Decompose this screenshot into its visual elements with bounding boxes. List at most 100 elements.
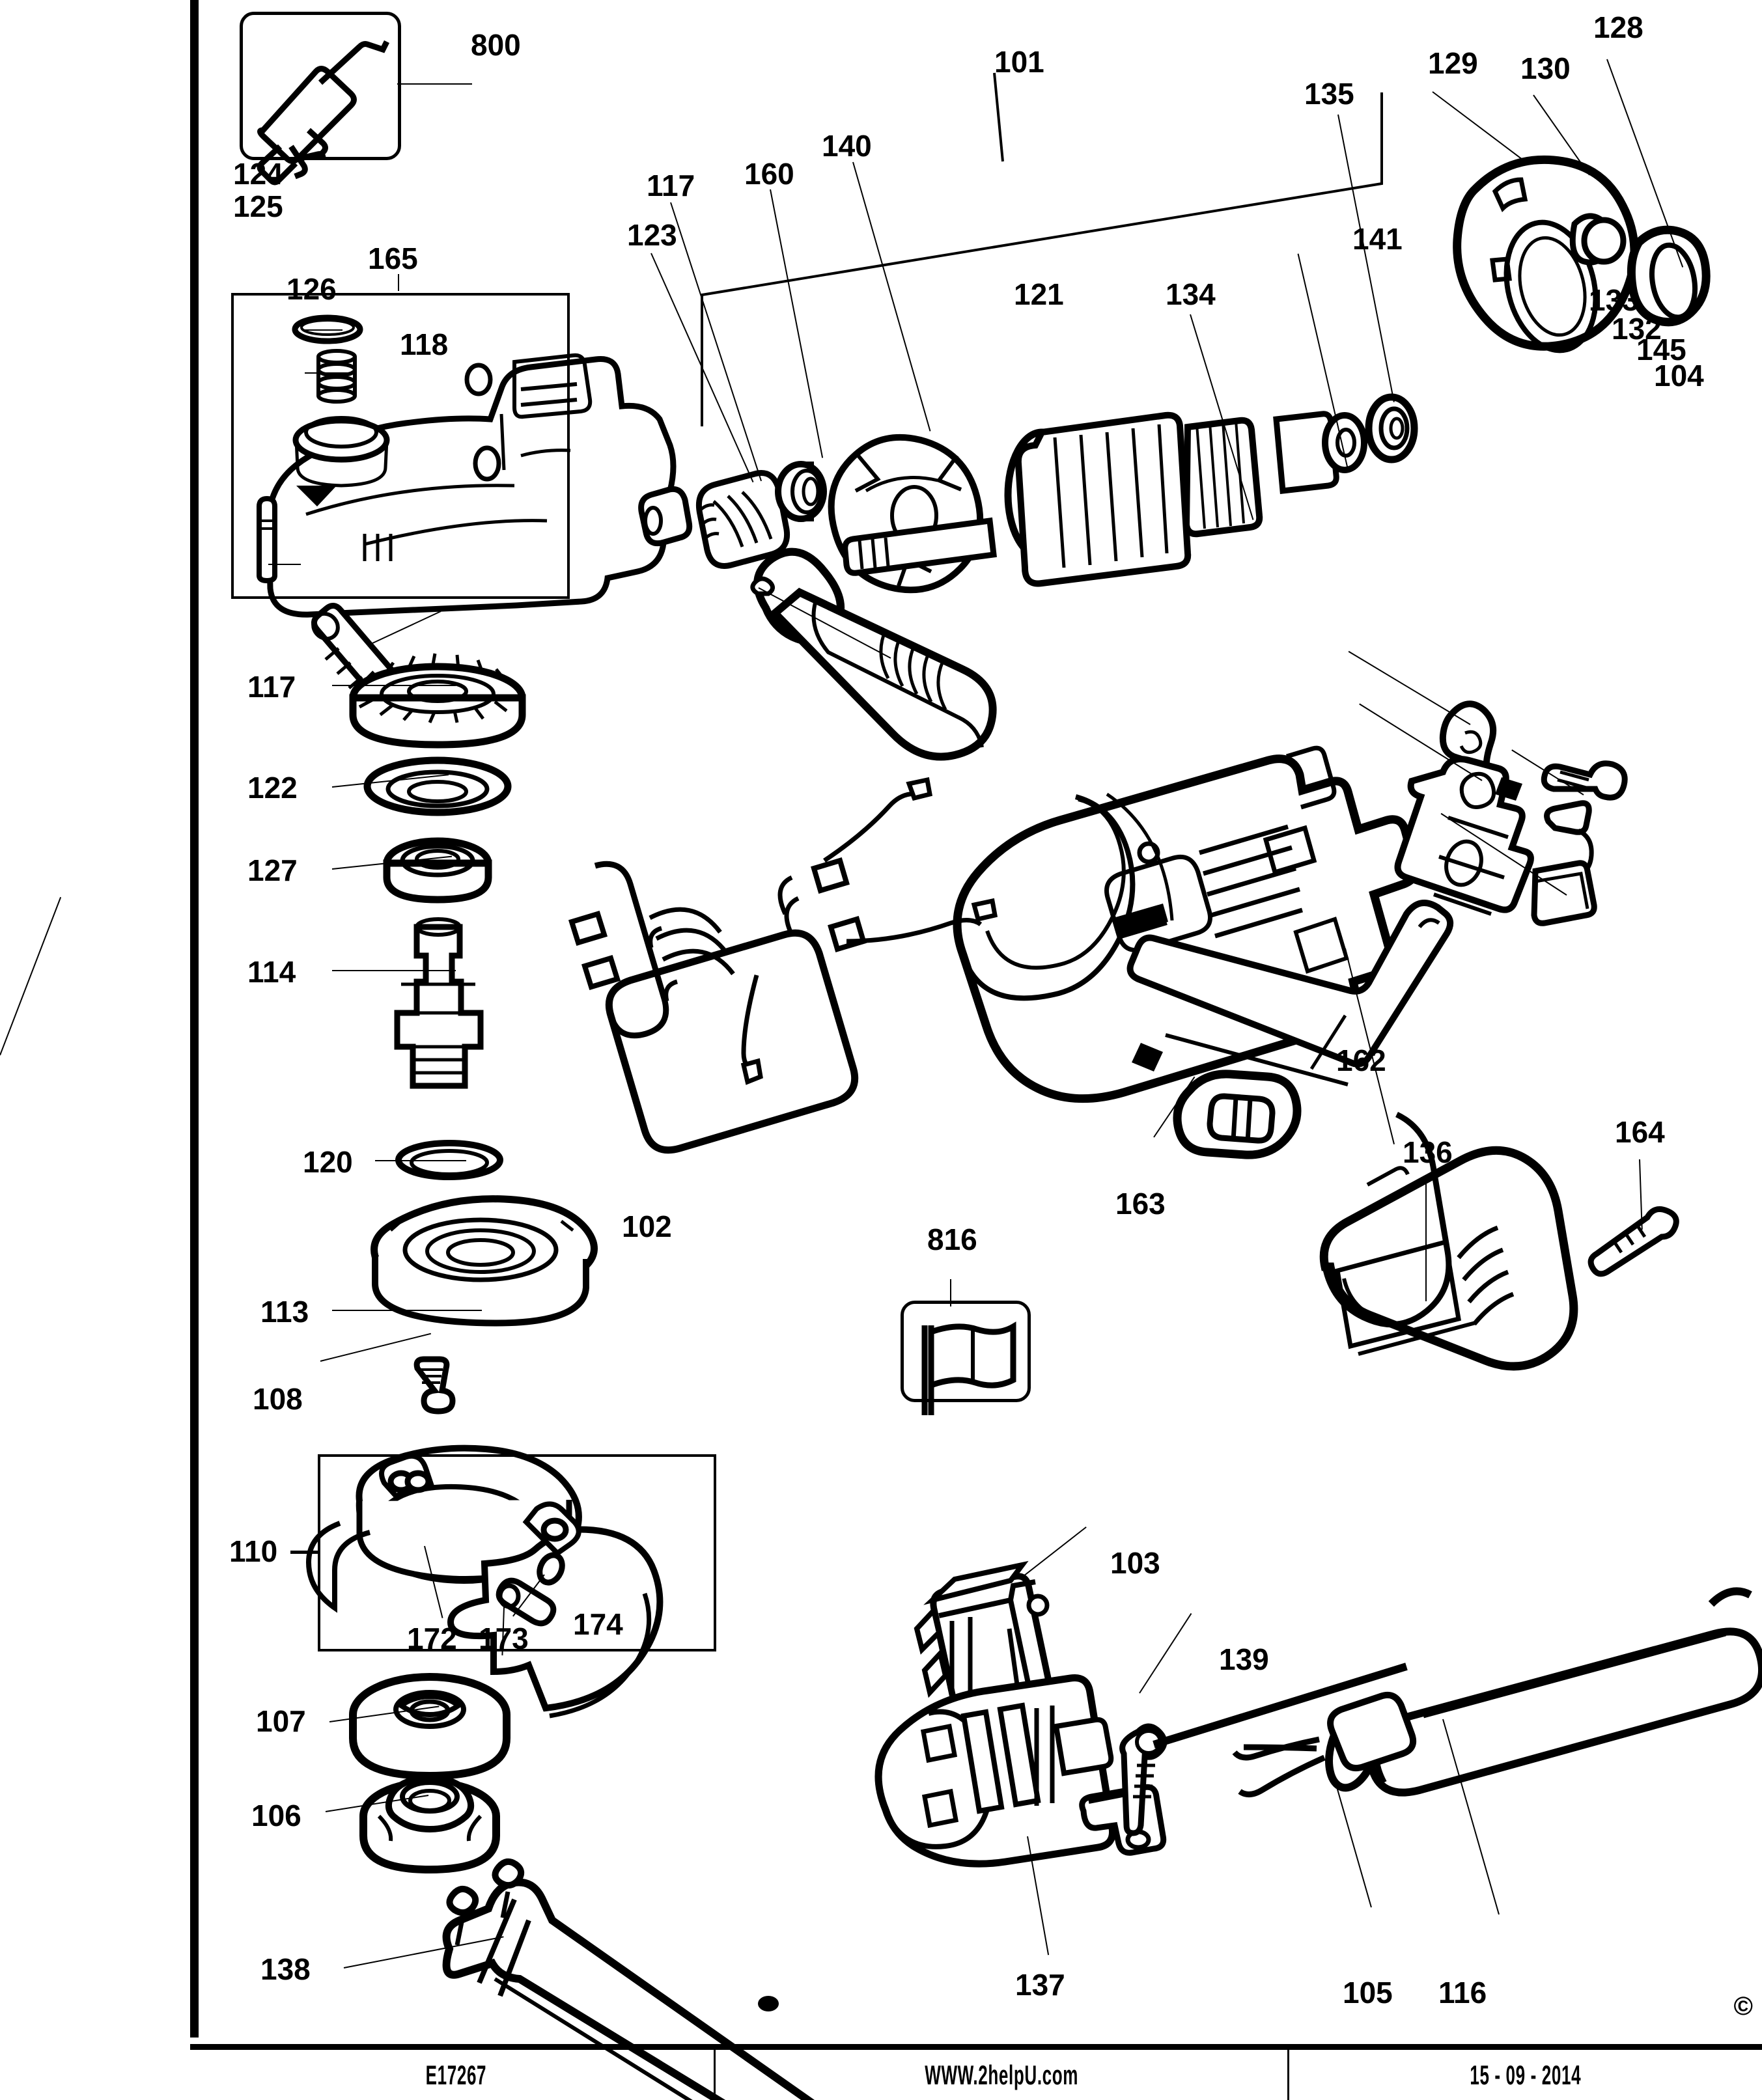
leader-123 (650, 253, 754, 483)
leader-138 (343, 1936, 504, 1969)
callout-117-pinion: 117 (647, 169, 695, 202)
callout-145: 145 (1636, 333, 1686, 366)
leader-110 (290, 1551, 320, 1554)
page-bottom-rule (190, 2044, 1762, 2050)
footer-drawing-number-cell: E17267 (199, 2050, 714, 2100)
brush-holder-group (1394, 700, 1628, 926)
footer-website: WWW.2helpU.com (925, 2059, 1078, 2090)
footer-divider-1 (714, 2050, 716, 2100)
footer-date-cell: 15 - 09 - 2014 (1289, 2050, 1762, 2100)
callout-132: 132 (1612, 312, 1662, 346)
leader-145 (1511, 749, 1584, 795)
callout-139: 139 (1219, 1642, 1269, 1676)
leader-126 (268, 564, 301, 565)
power-cord (1153, 1587, 1762, 1797)
leader-113 (332, 1310, 482, 1311)
callout-102: 102 (622, 1209, 672, 1243)
callout-125: 125 (233, 189, 283, 223)
side-handle (750, 547, 997, 761)
gear-case-assembly-box-165 (231, 293, 570, 599)
leader-800 (397, 83, 472, 85)
leader-118 (371, 611, 441, 644)
leader-816 (950, 1279, 951, 1306)
callout-127: 127 (247, 853, 298, 887)
leader-128 (1606, 59, 1684, 268)
callout-174: 174 (573, 1607, 623, 1641)
callout-117-gear: 117 (247, 670, 296, 704)
callout-116: 116 (1438, 1976, 1487, 2010)
callout-173: 173 (479, 1622, 529, 1655)
callout-120: 120 (303, 1145, 353, 1179)
leader-116 (1442, 1719, 1500, 1915)
callout-141: 141 (1352, 222, 1403, 256)
callout-103: 103 (1110, 1546, 1160, 1580)
leader-120 (375, 1160, 466, 1161)
callout-106: 106 (251, 1799, 301, 1832)
switch-bracket (874, 1674, 1168, 1868)
callout-134: 134 (1166, 277, 1216, 311)
button-cover (1173, 1070, 1302, 1159)
callout-113: 113 (260, 1295, 309, 1329)
leader-104 (1440, 812, 1567, 896)
leader-122 (331, 774, 449, 788)
leader-121 (758, 587, 891, 659)
callout-121: 121 (1014, 277, 1064, 311)
leader-129 (1432, 91, 1527, 163)
leader-106 (325, 1794, 429, 1812)
callout-164: 164 (1615, 1115, 1665, 1149)
callout-130: 130 (1520, 51, 1571, 85)
armature-assembly (638, 72, 1711, 594)
copyright-symbol: © (1733, 1992, 1753, 2021)
leader-124 (305, 329, 343, 331)
leader-141 (1297, 253, 1349, 470)
label-box-816 (901, 1301, 1031, 1402)
callout-110: 110 (229, 1534, 278, 1568)
callout-133: 133 (1589, 283, 1639, 317)
callout-122: 122 (247, 771, 298, 805)
callout-800: 800 (471, 28, 521, 62)
callout-114: 114 (247, 955, 296, 989)
leader-117-pinion (670, 202, 762, 482)
callout-163: 163 (1115, 1187, 1166, 1221)
leader-140 (852, 161, 931, 432)
footer-drawing-number: E17267 (425, 2059, 487, 2090)
callout-107: 107 (256, 1704, 306, 1738)
leader-125 (305, 372, 357, 374)
end-cap (1319, 1111, 1679, 1371)
callout-126: 126 (287, 272, 337, 306)
callout-162: 162 (1336, 1043, 1386, 1077)
callout-123: 123 (627, 218, 677, 252)
callout-135: 135 (1304, 77, 1354, 111)
switch (914, 1560, 1052, 1713)
leader-127 (331, 855, 453, 870)
leader-117-gear (332, 685, 456, 686)
leader-132 (1359, 703, 1483, 781)
page-left-border (190, 0, 199, 2038)
leader-130 (1533, 94, 1590, 176)
accessory-box-800 (240, 12, 401, 160)
leader-103 (1023, 1527, 1087, 1577)
leader-160 (770, 189, 824, 458)
leader-135 (1337, 114, 1395, 402)
callout-165: 165 (368, 242, 418, 275)
leader-164 (1639, 1159, 1643, 1230)
callout-816: 816 (927, 1223, 977, 1256)
footer-date: 15 - 09 - 2014 (1470, 2059, 1582, 2090)
leader-102 (0, 896, 62, 1056)
leader-114 (332, 970, 456, 971)
callout-105: 105 (1343, 1976, 1393, 2010)
leader-139 (1139, 1613, 1192, 1694)
callout-101: 101 (994, 45, 1044, 79)
leader-165 (398, 274, 399, 291)
footer-divider-2 (1287, 2050, 1289, 2100)
field-stator (568, 777, 998, 1154)
callout-136: 136 (1403, 1135, 1453, 1169)
callout-138: 138 (260, 1952, 311, 1986)
switch-lever (1126, 899, 1454, 1086)
callout-160: 160 (744, 157, 794, 191)
callout-128: 128 (1593, 10, 1643, 44)
footer-website-cell: WWW.2helpU.com (716, 2050, 1287, 2100)
callout-108: 108 (253, 1382, 303, 1416)
callout-172: 172 (407, 1622, 457, 1655)
